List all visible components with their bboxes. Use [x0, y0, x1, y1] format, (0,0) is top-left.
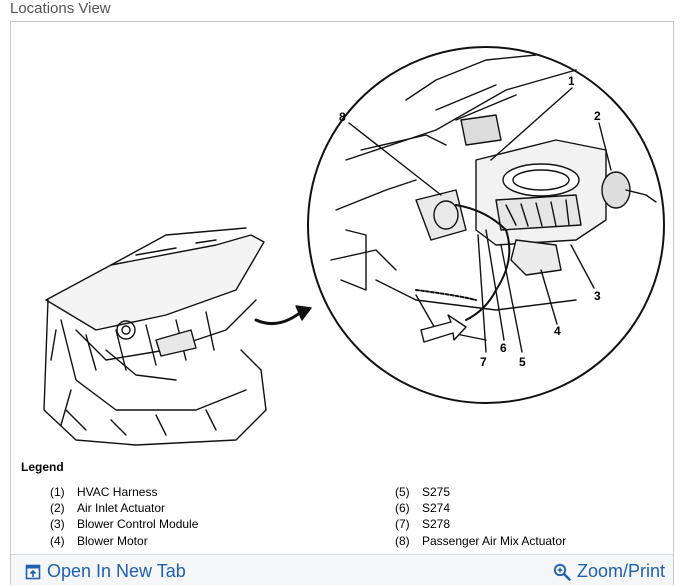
callout-3: 3 — [594, 289, 601, 303]
legend-item-label: Air Inlet Actuator — [77, 501, 166, 516]
callout-4: 4 — [554, 324, 561, 338]
legend-item: (3) Blower Control Module — [50, 516, 198, 532]
open-new-tab-link[interactable]: Open In New Tab — [25, 561, 186, 582]
open-new-tab-icon — [25, 564, 41, 579]
legend-item-number: (7) — [395, 517, 410, 532]
legend-column-left: (1) HVAC Harness (2) Air Inlet Actuator … — [50, 484, 198, 549]
legend-item-label: HVAC Harness — [77, 485, 158, 499]
hvac-location-diagram: 1 2 3 4 5 6 7 8 — [43, 46, 665, 446]
legend-title: Legend — [21, 460, 64, 474]
footer-bar: Open In New Tab Zoom/Print — [11, 554, 673, 585]
legend-item-label: Blower Motor — [77, 533, 148, 548]
legend-item: (8) Passenger Air Mix Actuator — [395, 533, 566, 549]
legend-column-right: (5) S275 (6) S274 (7) S278 (8) Passenger… — [395, 484, 566, 549]
legend-item: (6) S274 — [395, 500, 566, 516]
legend-item-number: (1) — [50, 485, 65, 499]
callout-1: 1 — [568, 74, 575, 88]
callout-6: 6 — [500, 341, 507, 355]
zoom-print-link[interactable]: Zoom/Print — [553, 561, 665, 582]
legend-item-number: (2) — [50, 501, 65, 516]
legend-item-label: S274 — [422, 501, 451, 516]
legend-item-number: (5) — [395, 485, 410, 499]
legend-item: (7) S278 — [395, 516, 566, 532]
legend-item-number: (4) — [50, 533, 65, 548]
legend-item: (4) Blower Motor — [50, 533, 198, 549]
legend-item-number: (6) — [395, 501, 410, 516]
callout-5: 5 — [519, 355, 526, 369]
legend-item-number: (3) — [50, 517, 65, 532]
legend-item-label: S278 — [422, 517, 451, 532]
legend-item-label: S275 — [422, 485, 451, 499]
legend-item: (2) Air Inlet Actuator — [50, 500, 198, 516]
callout-2: 2 — [594, 109, 601, 123]
legend-item-label: Blower Control Module — [77, 517, 199, 532]
legend-item: (1) HVAC Harness — [50, 484, 198, 500]
page-title: Locations View — [10, 0, 111, 17]
zoom-print-label: Zoom/Print — [576, 561, 665, 581]
legend-item-label: Passenger Air Mix Actuator — [422, 533, 567, 548]
open-new-tab-label: Open In New Tab — [47, 561, 186, 581]
callout-8: 8 — [339, 110, 346, 124]
legend-item: (5) S275 — [395, 484, 566, 500]
zoom-icon — [553, 563, 571, 581]
legend-item-number: (8) — [395, 533, 410, 548]
callout-7: 7 — [480, 355, 487, 369]
